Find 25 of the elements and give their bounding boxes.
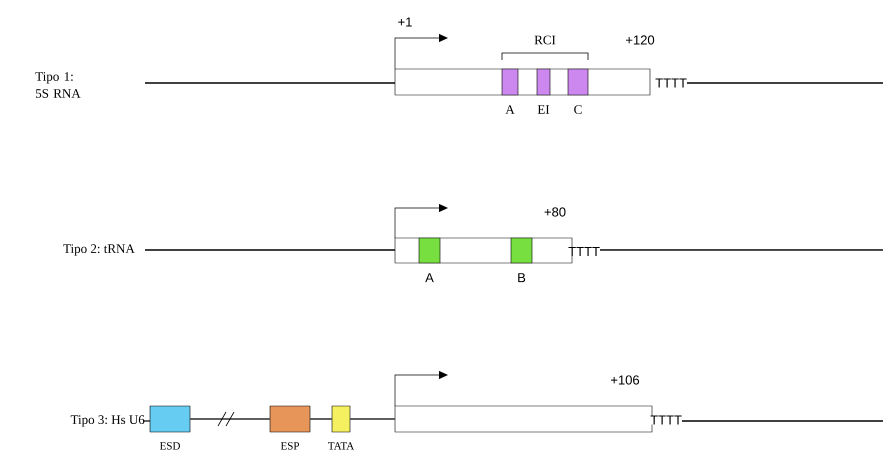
position-label: +120 [626, 35, 654, 45]
node-label: A [505, 105, 515, 114]
node-label: TTTT [568, 247, 600, 256]
node-label: A [425, 273, 434, 282]
node-label: EI [538, 105, 550, 114]
node-label: TATA [328, 442, 354, 450]
region-label: RCI [534, 36, 556, 44]
node-label: ESP [280, 442, 300, 450]
dna-line [350, 418, 395, 420]
node-label: ESD [160, 442, 180, 450]
row-label: Tipo 2: tRNA [63, 244, 135, 256]
promoter-box: TATA [328, 406, 354, 450]
transcript-box: TTTT [394, 406, 682, 432]
node-label: C [574, 105, 582, 114]
node-label: TTTT [656, 78, 687, 88]
dna-line [190, 418, 270, 420]
dna-line [310, 418, 332, 420]
row-label: Tipo 1: 5S RNA [35, 72, 81, 98]
promoter-box: ESP [270, 406, 310, 450]
position-label: +80 [544, 207, 566, 217]
promoter-box: ESD [150, 406, 190, 450]
position-label: +106 [611, 375, 640, 385]
node-label: B [518, 273, 526, 282]
node-label: TTTT [650, 416, 682, 424]
position-label: +1 [398, 18, 412, 26]
